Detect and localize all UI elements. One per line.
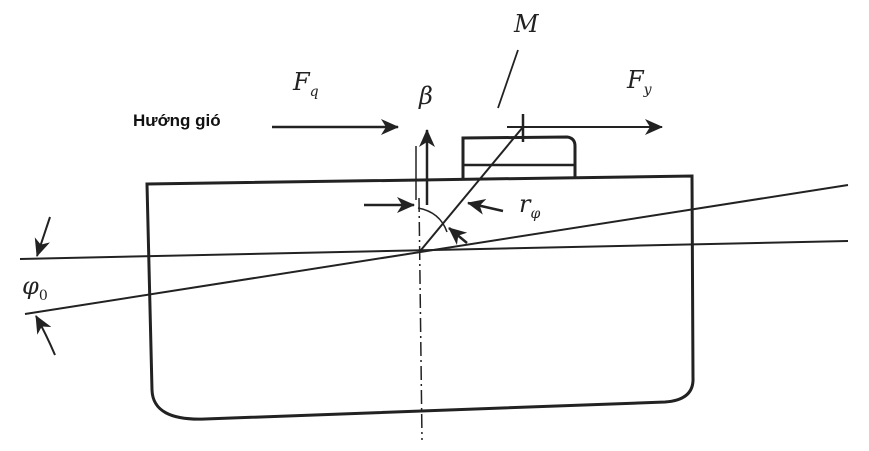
radius-subscript: φ [530, 205, 541, 222]
radius-label: rφ [519, 192, 540, 221]
wind-direction-label: Hướng gió [133, 111, 221, 130]
beta-angle-arc [417, 207, 448, 233]
radius-arrow-right [467, 198, 504, 215]
thrust-force-label: Fy [627, 68, 652, 97]
radius-symbol: r [519, 190, 531, 218]
radius-line [420, 126, 524, 251]
centerline [418, 197, 423, 441]
superstructure [461, 135, 577, 178]
beta-label: β [419, 82, 433, 110]
hull [145, 174, 695, 421]
waterline-heeled [24, 184, 849, 315]
thrust-force-subscript: y [643, 81, 652, 98]
mass-label: M [514, 10, 539, 38]
wind-force-label: Fq [293, 70, 319, 99]
phi0-arrow-top [34, 216, 51, 257]
mass-leader-line [497, 49, 519, 109]
thrust-force-symbol: F [627, 66, 644, 94]
heel-angle-arrow [448, 227, 468, 246]
heel-angle-subscript: 0 [38, 287, 48, 304]
phi0-arrow-bottom [35, 315, 56, 356]
wind-force-subscript: q [309, 83, 319, 100]
heel-angle-label: φ0 [22, 274, 48, 303]
wind-force-symbol: F [293, 68, 310, 96]
heel-angle-symbol: φ [22, 272, 39, 300]
